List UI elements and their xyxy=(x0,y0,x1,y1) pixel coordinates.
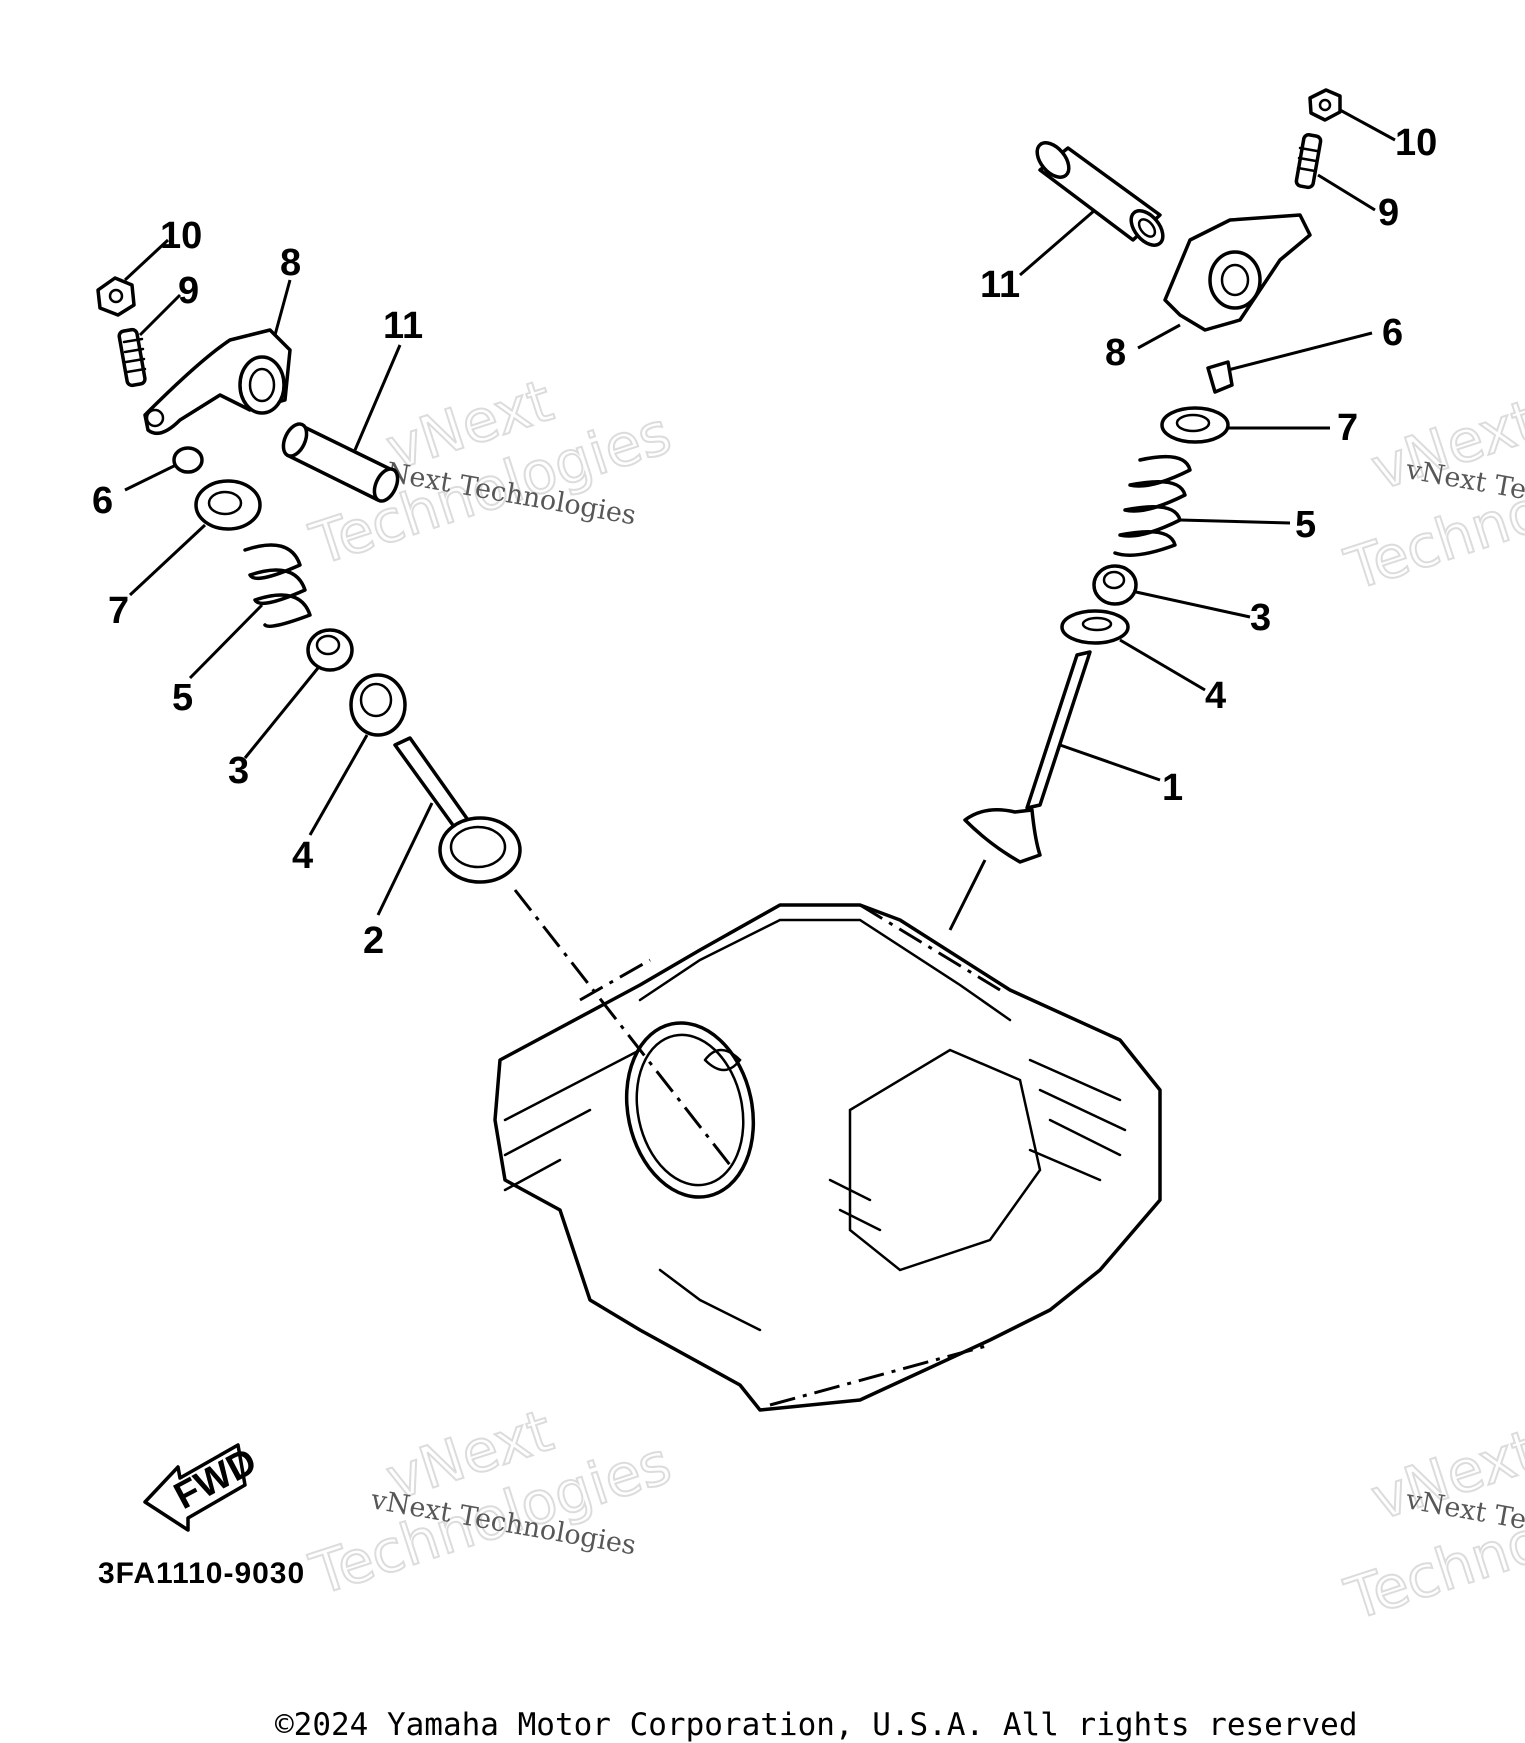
right-assembly xyxy=(963,88,1342,864)
callout-11-left: 11 xyxy=(383,305,423,347)
adjuster-screw-icon xyxy=(117,327,147,388)
callout-6-right: 6 xyxy=(1382,312,1403,354)
valve-spring-icon xyxy=(1113,454,1192,557)
exhaust-valve-icon xyxy=(393,736,522,884)
spring-seat-icon xyxy=(349,673,407,737)
adjuster-screw-icon xyxy=(1294,133,1323,190)
callout-5-right: 5 xyxy=(1295,504,1316,546)
callout-labels-right: 10 9 11 8 6 7 5 3 4 1 xyxy=(980,122,1437,809)
callout-6-left: 6 xyxy=(92,480,113,522)
fwd-arrow-icon: FWD xyxy=(143,1440,264,1532)
rocker-shaft-icon xyxy=(1035,141,1165,247)
cylinder-head xyxy=(493,903,1162,1412)
callout-7-left: 7 xyxy=(108,590,129,632)
diagram-part-number: 3FA1110-9030 xyxy=(98,1557,305,1590)
callout-11-right: 11 xyxy=(980,264,1020,306)
valve-cotter-icon xyxy=(1206,360,1234,394)
rocker-shaft-icon xyxy=(281,422,400,503)
leader-lines-right xyxy=(1019,108,1396,782)
callout-4-right: 4 xyxy=(1205,675,1226,717)
leader-lines-left xyxy=(123,238,434,916)
callout-4-left: 4 xyxy=(292,835,313,877)
spring-retainer-icon xyxy=(194,479,262,531)
valve-cotter-icon xyxy=(172,446,204,474)
rocker-arm-icon xyxy=(1163,213,1312,332)
locknut-icon xyxy=(1308,88,1342,122)
callout-8-right: 8 xyxy=(1105,332,1126,374)
locknut-icon xyxy=(96,276,136,317)
callout-10-right: 10 xyxy=(1395,122,1437,164)
callout-7-right: 7 xyxy=(1337,407,1358,449)
valve-stem-seal-icon xyxy=(1092,564,1138,606)
intake-valve-icon xyxy=(963,650,1092,864)
spring-retainer-icon xyxy=(1160,406,1230,444)
valve-stem-seal-icon xyxy=(306,628,354,672)
callout-5-left: 5 xyxy=(172,677,193,719)
callout-9-left: 9 xyxy=(178,270,199,312)
alignment-line-right xyxy=(948,859,987,931)
callout-1-right: 1 xyxy=(1162,767,1183,809)
callout-9-right: 9 xyxy=(1378,192,1399,234)
callout-2-left: 2 xyxy=(363,920,384,962)
callout-3-right: 3 xyxy=(1250,597,1271,639)
callout-3-left: 3 xyxy=(228,750,249,792)
callout-8-left: 8 xyxy=(280,242,301,284)
alignment-line-left xyxy=(513,889,732,1166)
copyright-notice: ©2024 Yamaha Motor Corporation, U.S.A. A… xyxy=(275,1707,1358,1743)
callout-10-left: 10 xyxy=(160,215,202,257)
spring-seat-icon xyxy=(1060,609,1130,645)
svg-text:FWD: FWD xyxy=(168,1440,264,1518)
left-assembly xyxy=(96,276,522,884)
callout-labels-left: 10 9 8 11 6 7 5 3 4 2 xyxy=(92,215,423,962)
